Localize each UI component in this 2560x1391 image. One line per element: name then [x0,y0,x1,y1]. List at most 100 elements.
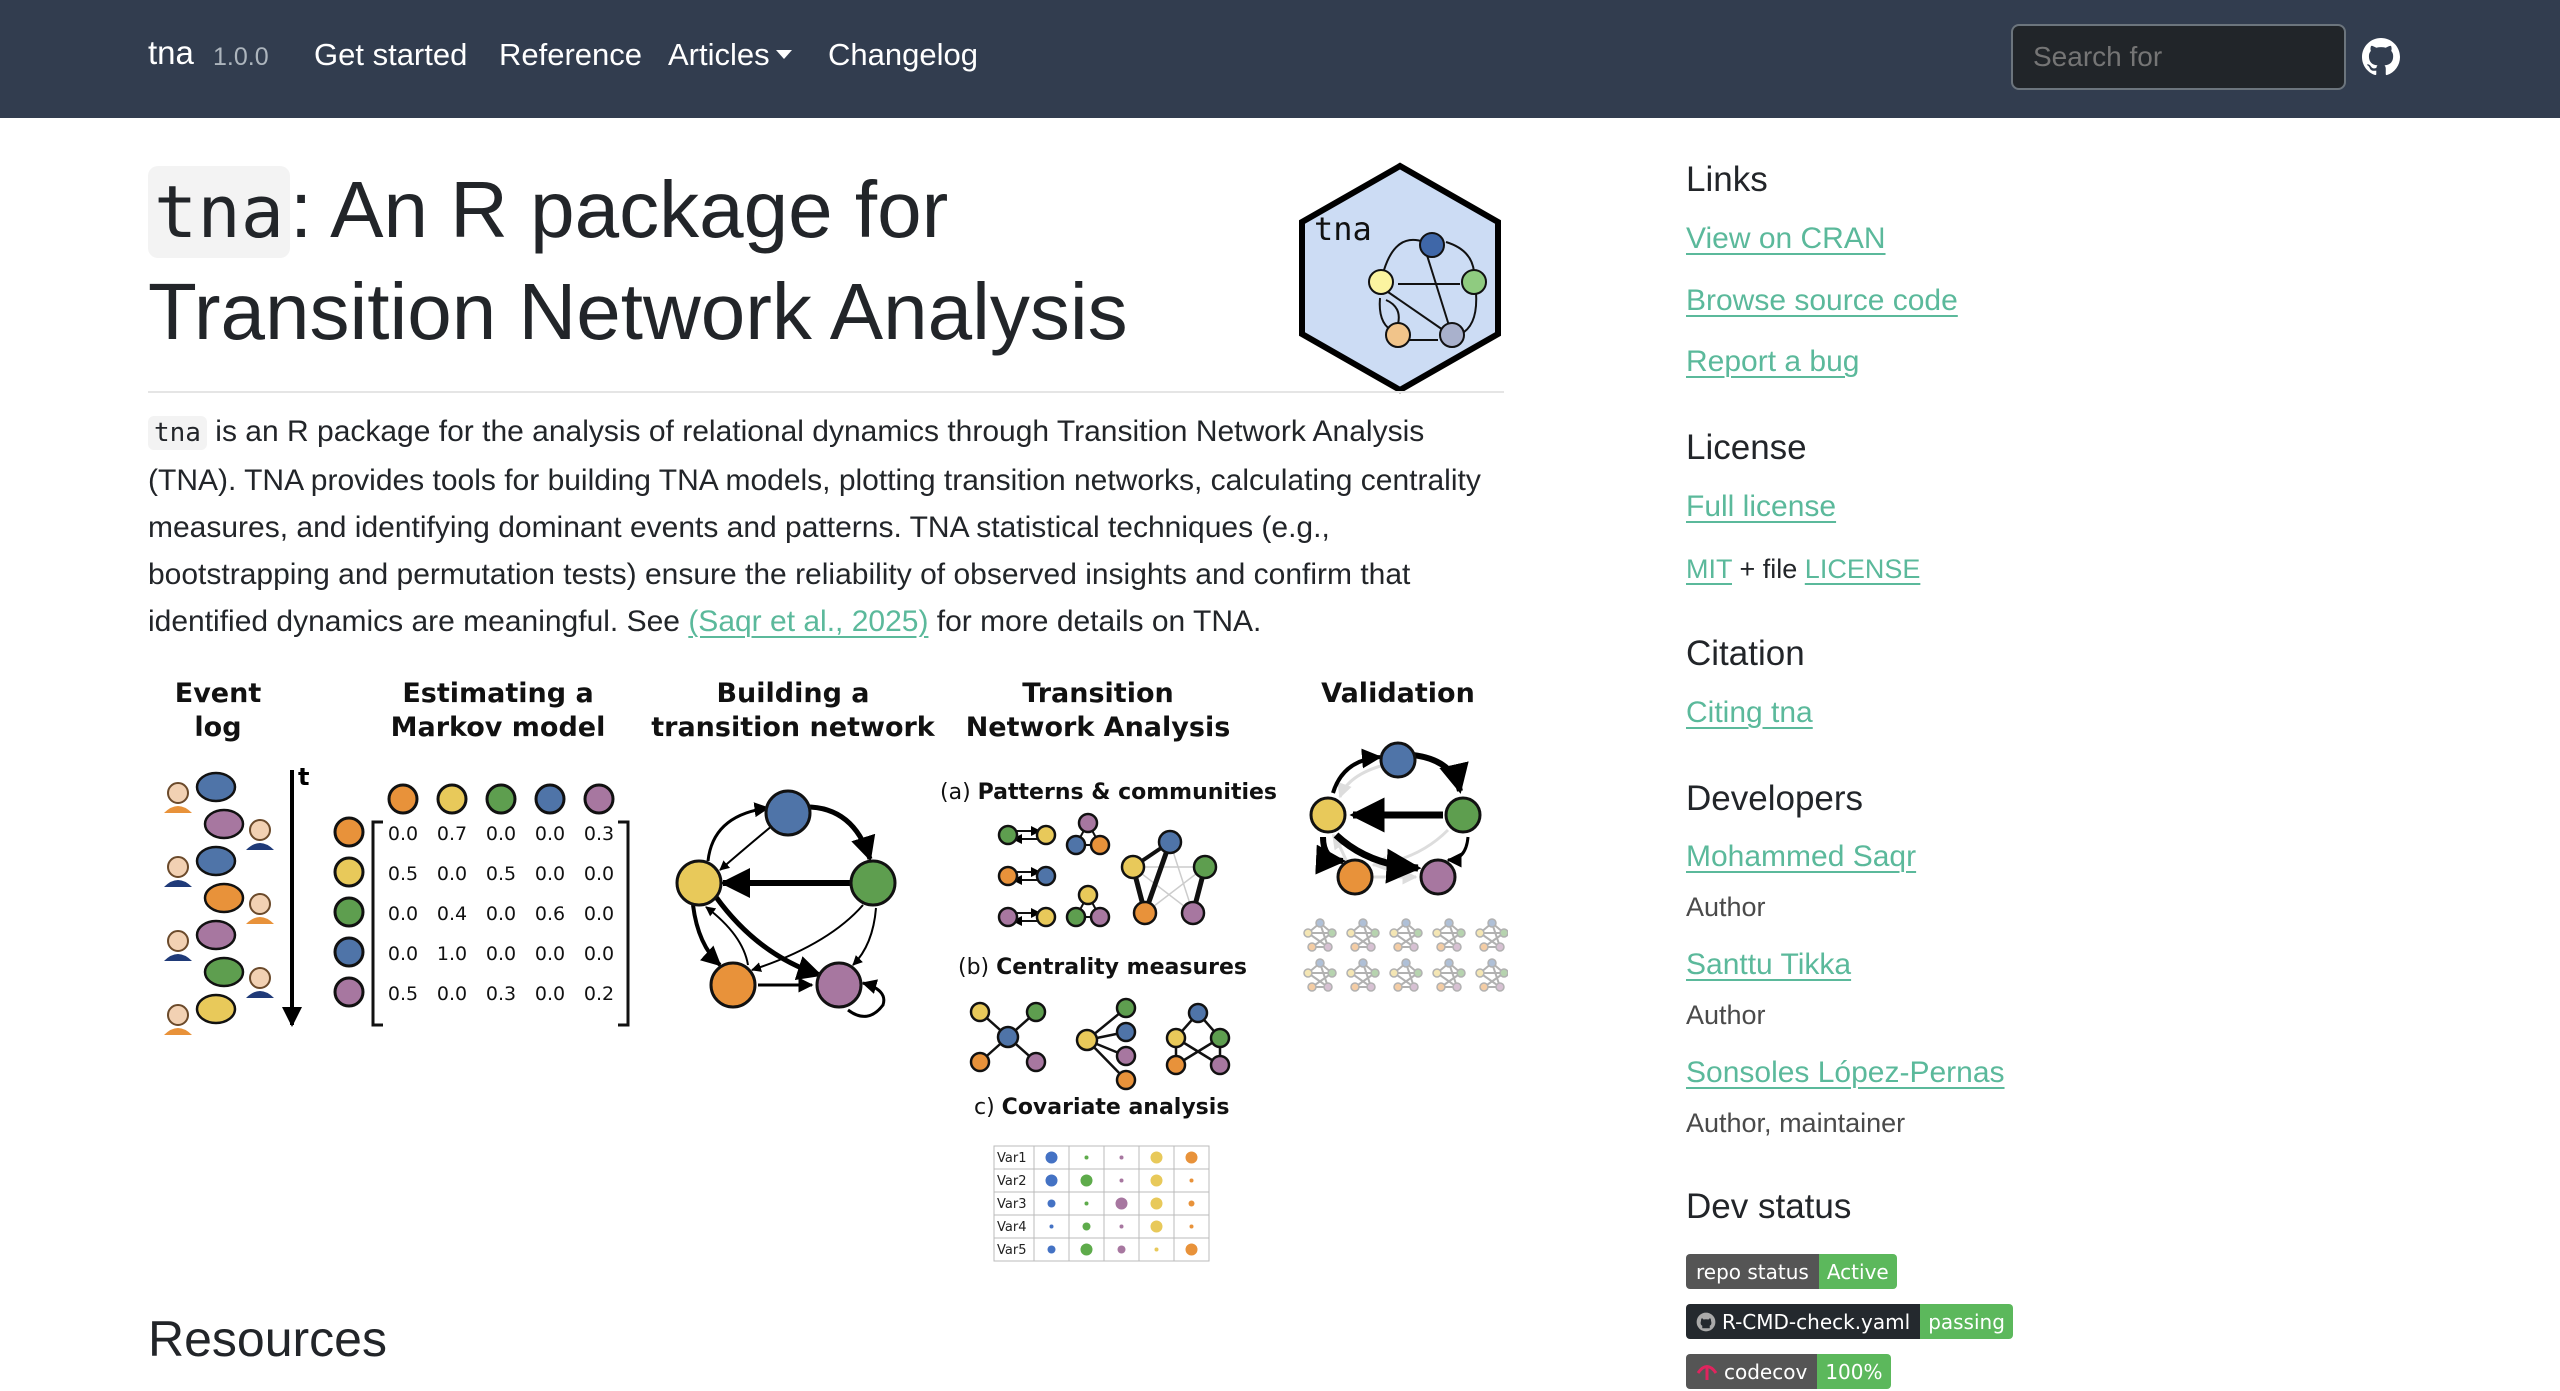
matrix-cell: 0.5 [486,863,516,885]
link-mit[interactable]: MIT [1686,554,1732,584]
replicate-edge [1397,972,1419,988]
person-icon [167,1004,189,1026]
link-report-bug[interactable]: Report a bug [1686,345,1860,378]
replicate-edge [1350,932,1372,948]
person-body [246,843,274,850]
search-input[interactable] [2011,24,2346,90]
matrix-cell: 0.0 [388,823,418,845]
matrix-cell: 0.0 [584,863,614,885]
replicate-node [1452,942,1462,952]
replicate-edge [1362,922,1372,948]
link-browse-source[interactable]: Browse source code [1686,284,1958,317]
developer-link[interactable]: Santtu Tikka [1686,948,1852,981]
replicate-edge [1393,972,1415,988]
star-center-node [996,1025,1020,1049]
covariate-dot [1150,1220,1163,1233]
speech-bubble [203,956,245,988]
nav-articles[interactable]: Articles [668,37,792,73]
bootstrap-replicate [1432,958,1466,992]
citation-link[interactable]: (Saqr et al., 2025) [688,605,929,638]
replicate-edge [1479,972,1501,988]
validation-edge [1331,748,1382,794]
validation-node-green [1444,796,1482,834]
replicate-node [1409,942,1419,952]
replicate-node [1346,928,1356,938]
replicate-edge [1491,962,1505,974]
matrix-cell: 0.5 [388,983,418,1005]
github-icon [1696,1312,1716,1331]
replicate-node [1350,982,1360,992]
covariate-dot [1047,1245,1056,1254]
star-node [969,1001,991,1023]
matrix-cell: 0.0 [584,943,614,965]
replicate-node [1323,942,1333,952]
replicate-node [1358,958,1368,968]
replicate-node [1413,928,1423,938]
person-icon [167,930,189,952]
speech-bubble [195,771,237,803]
replicate-node [1436,982,1446,992]
link-view-on-cran[interactable]: View on CRAN [1686,222,1886,255]
link-full-license[interactable]: Full license [1686,490,1837,523]
bootstrap-replicate [1389,958,1423,992]
replicate-edge [1440,932,1462,948]
brand-link[interactable]: tna [148,34,194,71]
developer-link[interactable]: Mohammed Saqr [1686,840,1917,873]
network-edge [852,907,877,966]
covariate-label: Var1 [997,1151,1026,1166]
covariate-dot [1080,1174,1093,1187]
replicate-edge [1491,962,1501,988]
nav-changelog[interactable]: Changelog [828,37,978,72]
matrix-cell: 0.0 [584,903,614,925]
link-license-file[interactable]: LICENSE [1804,554,1921,584]
codecov-umbrella-icon [1696,1364,1718,1380]
matrix-cell: 0.3 [486,983,516,1005]
replicate-edge [1354,972,1376,988]
person-body [246,991,274,998]
matrix-row-node [333,936,365,968]
title-text: : An R package for [290,165,949,254]
replicate-node [1479,982,1489,992]
fan-center-node [1075,1028,1099,1052]
matrix-cell: 0.7 [437,823,467,845]
replicate-edge [1440,972,1462,988]
covariate-label: Var2 [997,1174,1026,1189]
replicate-edge [1393,962,1407,974]
event-log-group [164,771,274,1035]
matrix-cell: 0.3 [584,823,614,845]
replicate-node [1323,982,1333,992]
replicate-edge [1397,932,1419,948]
covariate-dot [1119,1224,1124,1229]
person-icon [167,782,189,804]
replicate-node [1444,958,1454,968]
replicate-node [1499,928,1508,938]
replicate-node [1432,928,1442,938]
link-citing-tna[interactable]: Citing tna [1686,696,1813,729]
replicate-edge [1307,922,1321,934]
fig-sub-c: c) Covariate analysis [974,1095,1230,1120]
community-edge-weak [1144,866,1206,914]
person-icon [249,967,271,989]
developer-link[interactable]: Sonsoles López-Pernas [1686,1056,2005,1089]
fan-node [1115,1021,1137,1043]
nav-reference[interactable]: Reference [499,37,643,72]
covariate-dot [1084,1155,1089,1160]
fig-heading-validation: Validation [1321,678,1475,709]
intro-code: tna [148,416,207,450]
community-node [1132,900,1158,926]
star-node [969,1051,991,1073]
caret-down-icon [775,50,792,59]
replicate-node [1409,982,1419,992]
house-node [1209,1027,1231,1049]
sidebar-links-heading: Links [1686,160,1768,199]
covariate-dot [1082,1222,1091,1231]
github-icon[interactable] [2362,37,2400,77]
nav-get-started[interactable]: Get started [314,37,468,72]
house-node [1187,1002,1209,1024]
